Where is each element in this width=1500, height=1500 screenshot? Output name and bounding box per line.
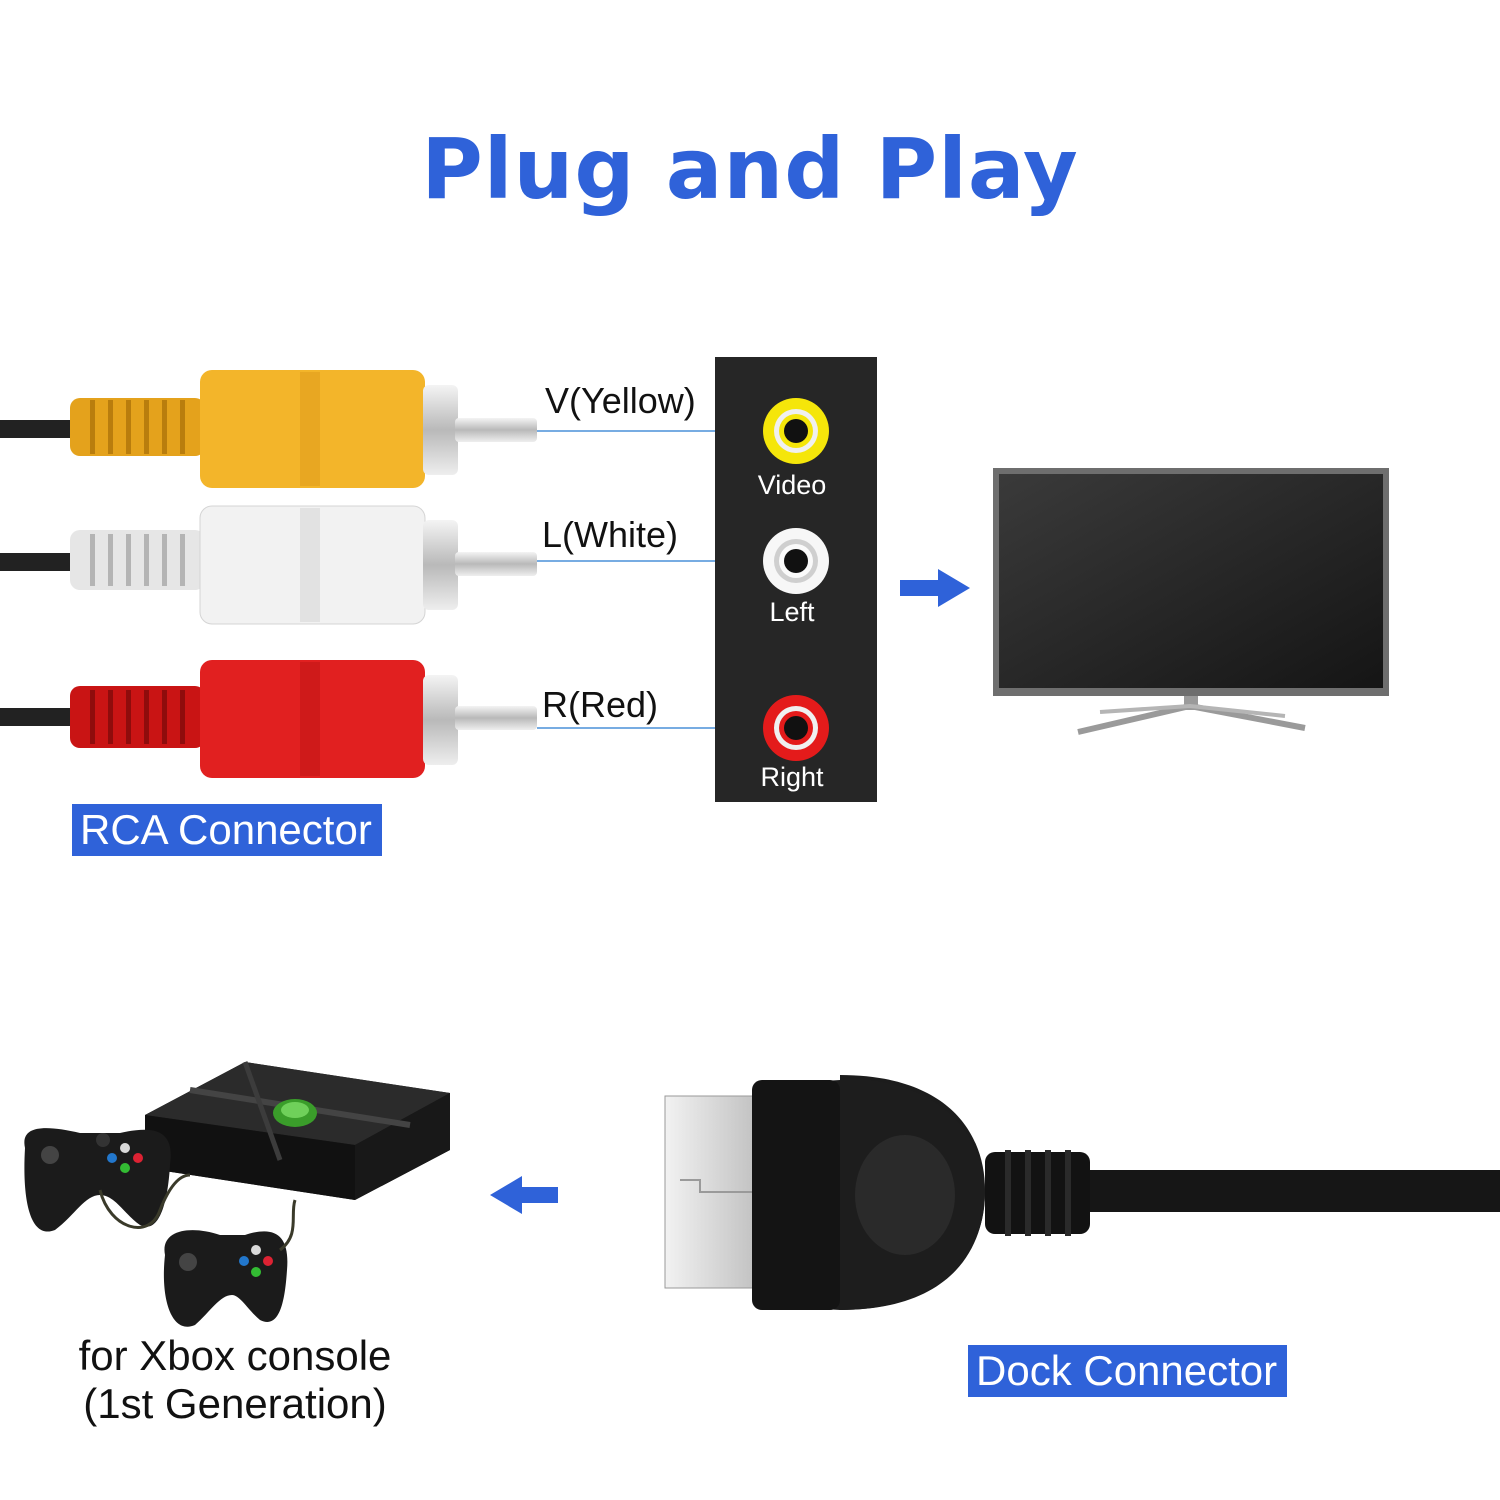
dock-connector-icon [664,1075,1500,1310]
white-plug-icon [0,505,537,625]
page-title: Plug and Play [421,120,1079,218]
leader-lines [537,430,737,729]
xbox-console-icon [145,1061,450,1200]
wire-label-red: R(Red) [542,684,659,725]
dock-connector-tag: Dock Connector [968,1345,1288,1397]
yellow-plug-icon [0,370,537,488]
jack-label-video: Video [757,470,827,500]
jack-label-right: Right [760,762,824,792]
rca-connector-tag: RCA Connector [72,804,382,856]
arrow-left-icon [490,1176,558,1214]
caption-line-1: for Xbox console [78,1332,392,1379]
arrow-right-icon [900,569,970,607]
controller-icon-2 [163,1230,288,1327]
jack-label-left: Left [769,597,815,627]
controller-icon [24,1128,171,1232]
console-caption: for Xbox console (1st Generation) [40,1332,430,1428]
tv-icon [993,468,1389,735]
red-plug-icon [0,660,537,778]
controller-cables [98,1173,297,1252]
wire-label-yellow: V(Yellow) [545,380,696,421]
rca-cable-icon [0,370,537,778]
caption-line-2: (1st Generation) [83,1380,387,1427]
av-panel-icon [715,357,877,802]
wire-label-white: L(White) [542,514,679,555]
